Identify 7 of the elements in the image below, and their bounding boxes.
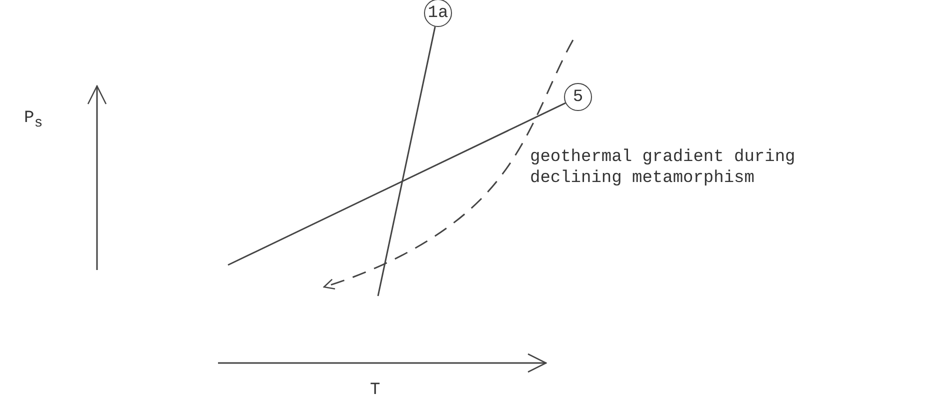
circled-label: 1a bbox=[424, 0, 452, 27]
axis-label: T bbox=[370, 380, 382, 401]
circled-label: 5 bbox=[564, 83, 592, 111]
axis-label: P$_{s}$ bbox=[24, 108, 44, 134]
annotation-text: geothermal gradient during declining metamorphism bbox=[530, 147, 796, 189]
line bbox=[377, 26, 436, 296]
line bbox=[228, 102, 566, 266]
